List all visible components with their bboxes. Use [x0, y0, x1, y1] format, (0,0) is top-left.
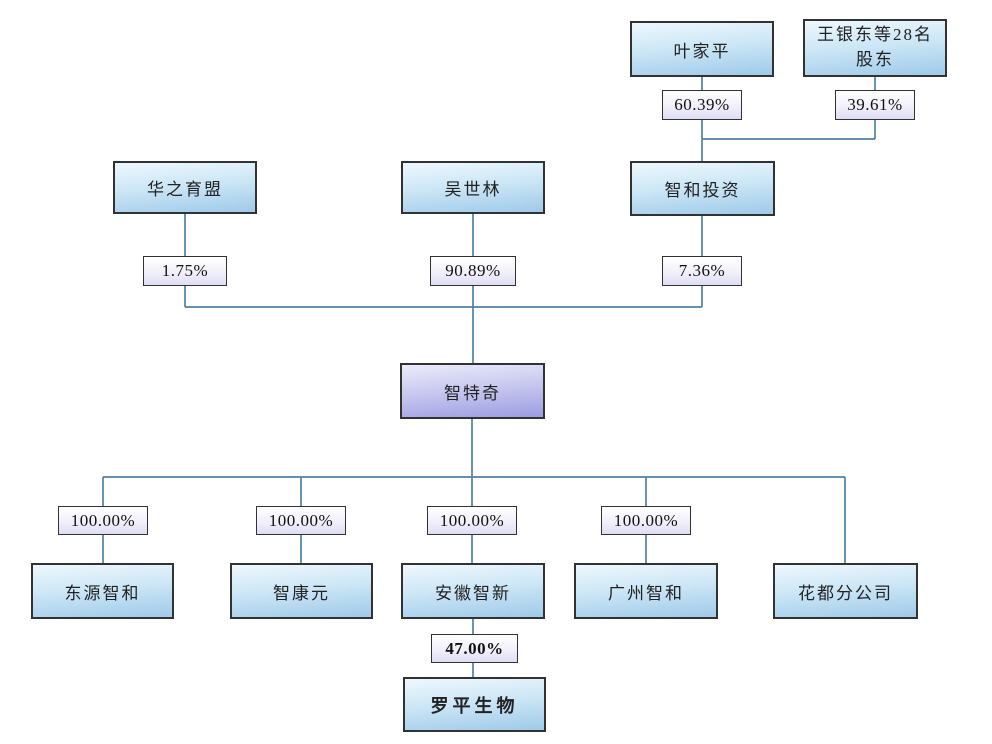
node-zhihe-investment: 智和投资: [630, 161, 775, 216]
node-label: 智特奇: [444, 383, 501, 403]
pct-label: 60.39%: [674, 95, 730, 114]
pct-zhiteqi-to-anhui: 100.00%: [427, 506, 517, 535]
node-guangzhou-zhihe: 广州智和: [574, 563, 718, 619]
node-anhui-zhixin: 安徽智新: [401, 563, 545, 619]
node-luoping-bio: 罗平生物: [403, 677, 546, 732]
node-label: 东源智和: [64, 583, 141, 603]
node-hua-zhi-yu-meng: 华之育盟: [113, 161, 257, 214]
node-label: 智和投资: [664, 181, 741, 200]
node-label: 罗平生物: [430, 695, 519, 716]
node-label: 安徽智新: [435, 583, 511, 603]
pct-label: 47.00%: [445, 638, 504, 658]
node-dongyuan-zhihe: 东源智和: [31, 563, 174, 619]
pct-zhiteqi-to-dongyuan: 100.00%: [58, 506, 148, 535]
node-label: 叶家平: [673, 41, 731, 61]
pct-label: 90.89%: [445, 261, 501, 280]
node-wu-shi-lin: 吴世林: [401, 161, 545, 214]
pct-label: 100.00%: [439, 510, 505, 530]
node-label: 花都分公司: [798, 583, 893, 603]
pct-zhiteqi-to-zhikangyuan: 100.00%: [256, 506, 346, 535]
node-label: 吴世林: [444, 180, 502, 199]
node-wang-yindong-shareholders: 王银东等28名 股东: [803, 19, 947, 77]
pct-label: 100.00%: [268, 510, 334, 530]
node-zhikangyuan: 智康元: [230, 563, 373, 619]
node-label: 华之育盟: [147, 180, 223, 199]
node-zhiteqi: 智特奇: [400, 363, 545, 419]
node-label: 广州智和: [608, 583, 684, 603]
pct-zhiteqi-to-guangzhou: 100.00%: [601, 506, 691, 535]
node-ye-jiaping: 叶家平: [630, 21, 774, 77]
node-label: 智康元: [273, 583, 330, 603]
pct-label: 1.75%: [161, 261, 209, 280]
pct-label: 7.36%: [678, 261, 726, 280]
pct-wang-to-zhihe: 39.61%: [835, 90, 915, 120]
pct-zhihe-to-zhiteqi: 7.36%: [662, 256, 742, 286]
pct-huazhi-to-zhiteqi: 1.75%: [143, 256, 227, 286]
node-label: 王银东等28名 股东: [817, 25, 933, 69]
pct-wushilin-to-zhiteqi: 90.89%: [430, 256, 516, 286]
pct-label: 100.00%: [70, 510, 136, 530]
node-huadu-branch: 花都分公司: [773, 563, 918, 619]
pct-anhui-to-luoping: 47.00%: [431, 634, 518, 663]
pct-ye-to-zhihe: 60.39%: [662, 90, 742, 120]
pct-label: 39.61%: [847, 95, 903, 114]
pct-label: 100.00%: [613, 510, 679, 530]
